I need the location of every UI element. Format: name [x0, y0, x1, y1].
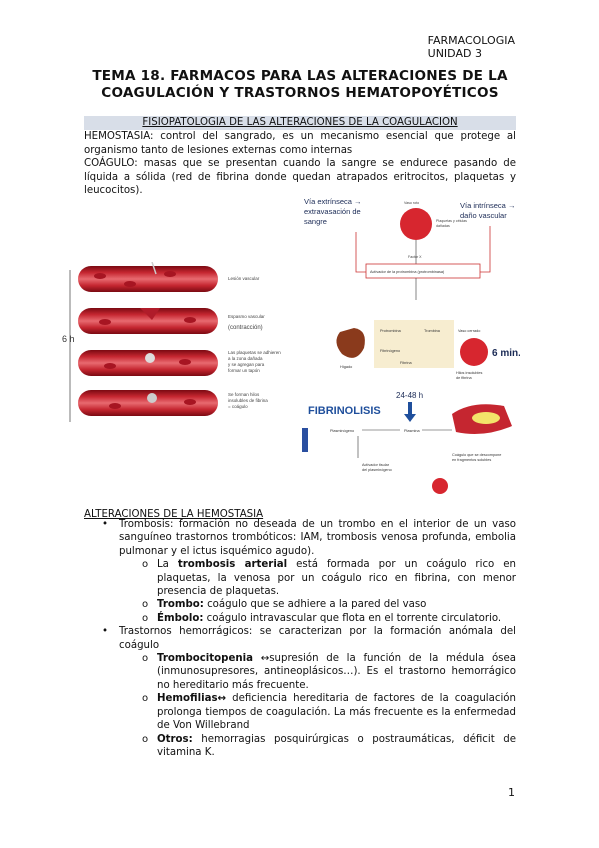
coagulation-cascade-figure: Vía extrínseca → extravasación de sangre…: [302, 197, 520, 494]
vessel-4: [78, 390, 218, 416]
page-header: FARMACOLOGIA UNIDAD 3: [428, 34, 515, 60]
caption-5: a la zona dañada: [228, 356, 263, 361]
svg-text:Plasmina: Plasmina: [404, 429, 421, 433]
time-label: 6 h: [62, 334, 75, 344]
svg-text:Protrombina: Protrombina: [380, 329, 402, 333]
vaso-roto-icon: [400, 208, 432, 240]
caption-2: Espasmo vascular: [228, 314, 265, 319]
svg-text:Vaso cerrado: Vaso cerrado: [458, 329, 480, 333]
svg-text:Plaquetas y células: Plaquetas y células: [436, 219, 467, 223]
bullet: •: [102, 519, 109, 530]
hemostasia-alterations-list: • Trombosis: formación no deseada de un …: [84, 518, 516, 759]
svg-text:dañadas: dañadas: [436, 224, 450, 228]
via-intrinseca-1: Vía intrínseca →: [460, 201, 515, 210]
caption-1: Lesión vascular: [228, 276, 260, 281]
header-unit: UNIDAD 3: [427, 47, 482, 60]
hemostasia-paragraph: HEMOSTASIA: control del sangrado, es un …: [84, 131, 516, 156]
svg-text:Activador tisular: Activador tisular: [362, 463, 390, 467]
svg-text:Trombina: Trombina: [424, 329, 441, 333]
caption-9: insolubles de fibrina: [228, 398, 268, 403]
caption-7: formar un tapón: [228, 368, 260, 373]
vaso-cerrado-icon: [460, 338, 488, 366]
liver-icon: [336, 328, 365, 358]
svg-text:en fragmentos solubles: en fragmentos solubles: [452, 458, 491, 462]
via-extrinseca-3: sangre: [304, 217, 327, 226]
section-heading: FISIOPATOLOGIA DE LAS ALTERACIONES DE LA…: [142, 117, 458, 128]
section2-heading: ALTERACIONES DE LA HEMOSTASIA: [84, 509, 264, 520]
svg-text:del plasminógeno: del plasminógeno: [362, 468, 392, 472]
svg-text:Fibrinógeno: Fibrinógeno: [380, 349, 400, 353]
svg-text:Factor X: Factor X: [408, 255, 422, 259]
page-number: 1: [508, 786, 515, 799]
svg-text:24-48 h: 24-48 h: [396, 391, 423, 400]
coagulo-paragraph: COÁGULO: masas que se presentan cuando l…: [84, 158, 516, 197]
svg-text:Fibrina: Fibrina: [400, 361, 412, 365]
svg-text:Hilos insolubles: Hilos insolubles: [456, 371, 482, 375]
vessel-1: [78, 262, 218, 292]
vessel-2: [78, 308, 218, 334]
caption-4: Las plaquetas se adhieren: [228, 350, 281, 355]
svg-text:Activador de la protrombina (p: Activador de la protrombina (protrombina…: [370, 270, 445, 274]
svg-text:Vaso roto: Vaso roto: [404, 201, 419, 205]
via-intrinseca-2: daño vascular: [460, 211, 507, 220]
svg-text:Coágulo que se descompone: Coágulo que se descompone: [452, 453, 501, 457]
via-extrinseca-1: Vía extrínseca →: [304, 197, 362, 206]
svg-text:6 min.: 6 min.: [492, 348, 520, 359]
caption-10: = coágulo: [228, 404, 248, 409]
svg-text:Hígado: Hígado: [340, 365, 352, 369]
caption-8: Se forman hilos: [228, 392, 260, 397]
svg-text:de fibrina: de fibrina: [456, 376, 473, 380]
list-item-hemorragicos: • Trastornos hemorrágicos: se caracteriz…: [84, 625, 516, 759]
caption-3: (contracción): [228, 325, 263, 331]
page-title: TEMA 18. FARMACOS PARA LAS ALTERACIONES …: [92, 68, 508, 101]
list-item-trombosis: • Trombosis: formación no deseada de un …: [84, 518, 516, 625]
via-extrinseca-2: extravasación de: [304, 207, 361, 216]
vessel-stages-figure: 6 h Lesión vascular Espasmo vascular (co…: [62, 262, 281, 422]
fibrinolisis-label: FIBRINOLISIS: [308, 405, 381, 417]
vessel-3: [78, 350, 218, 376]
caption-6: y se agregan para: [228, 362, 265, 367]
svg-text:Plasminógeno: Plasminógeno: [330, 429, 354, 433]
header-subject: FARMACOLOGIA: [427, 34, 515, 47]
section-heading-band: FISIOPATOLOGIA DE LAS ALTERACIONES DE LA…: [84, 116, 516, 130]
bullet: •: [102, 626, 109, 638]
